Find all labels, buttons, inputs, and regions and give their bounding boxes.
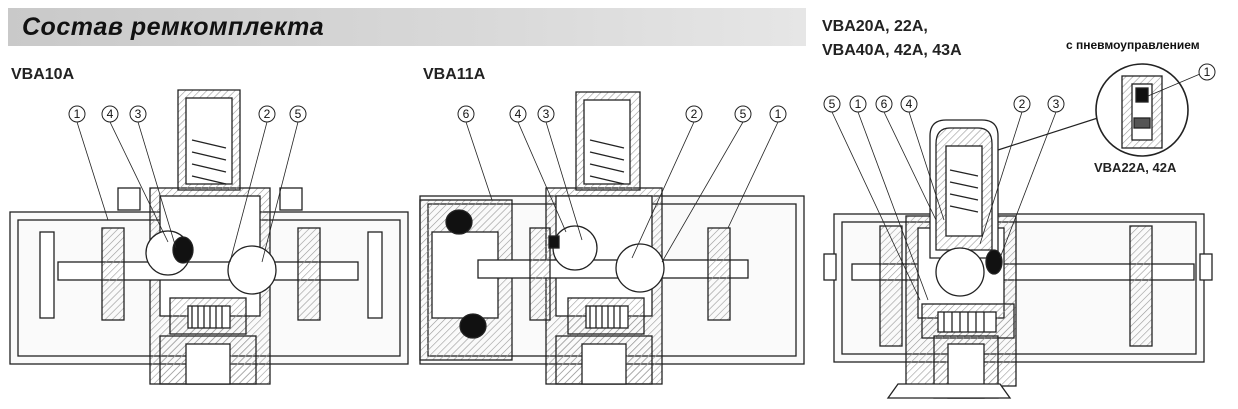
callout-vba10a-3: 3 (135, 107, 142, 121)
callout-inset-1: 1 (1204, 65, 1211, 79)
pneumatic-control-inset (1095, 63, 1201, 157)
callout-vba11a-5: 5 (740, 107, 747, 121)
callout-vba20a-3: 3 (1053, 97, 1060, 111)
callout-vba11a-3: 3 (543, 107, 550, 121)
callout-vba20a-1: 1 (855, 97, 862, 111)
callout-vba11a-4: 4 (515, 107, 522, 121)
section-title: Состав ремкомплекта (22, 13, 325, 41)
callout-markers: 1 4 3 2 5 6 4 3 2 5 1 5 1 6 4 2 3 1 (68, 63, 1216, 123)
callout-vba11a-2: 2 (691, 107, 698, 121)
callout-vba11a-1: 1 (775, 107, 782, 121)
model-label-vba20a-line1: VBA20A, 22A, (822, 18, 928, 35)
vba10a-drawing (9, 89, 409, 385)
callout-vba11a-6: 6 (463, 107, 470, 121)
pneumatic-control-note: с пневмоуправлением (1066, 38, 1200, 52)
callout-vba10a-1: 1 (74, 107, 81, 121)
callout-vba20a-5: 5 (829, 97, 836, 111)
model-label-vba11a: VBA11A (423, 66, 486, 83)
callout-vba20a-2: 2 (1019, 97, 1026, 111)
vba11a-drawing (419, 91, 805, 385)
inset-model-label: VBA22A, 42A (1094, 160, 1177, 175)
callout-vba10a-5: 5 (295, 107, 302, 121)
model-label-vba20a-line2: VBA40A, 42A, 43A (822, 42, 962, 59)
callout-vba20a-4: 4 (906, 97, 913, 111)
model-label-vba10a: VBA10A (11, 66, 75, 83)
vba20a-drawing (823, 111, 1213, 399)
section-header-band: Состав ремкомплекта (8, 8, 806, 46)
callout-vba20a-6: 6 (881, 97, 888, 111)
callout-vba10a-2: 2 (264, 107, 271, 121)
callout-vba10a-4: 4 (107, 107, 114, 121)
